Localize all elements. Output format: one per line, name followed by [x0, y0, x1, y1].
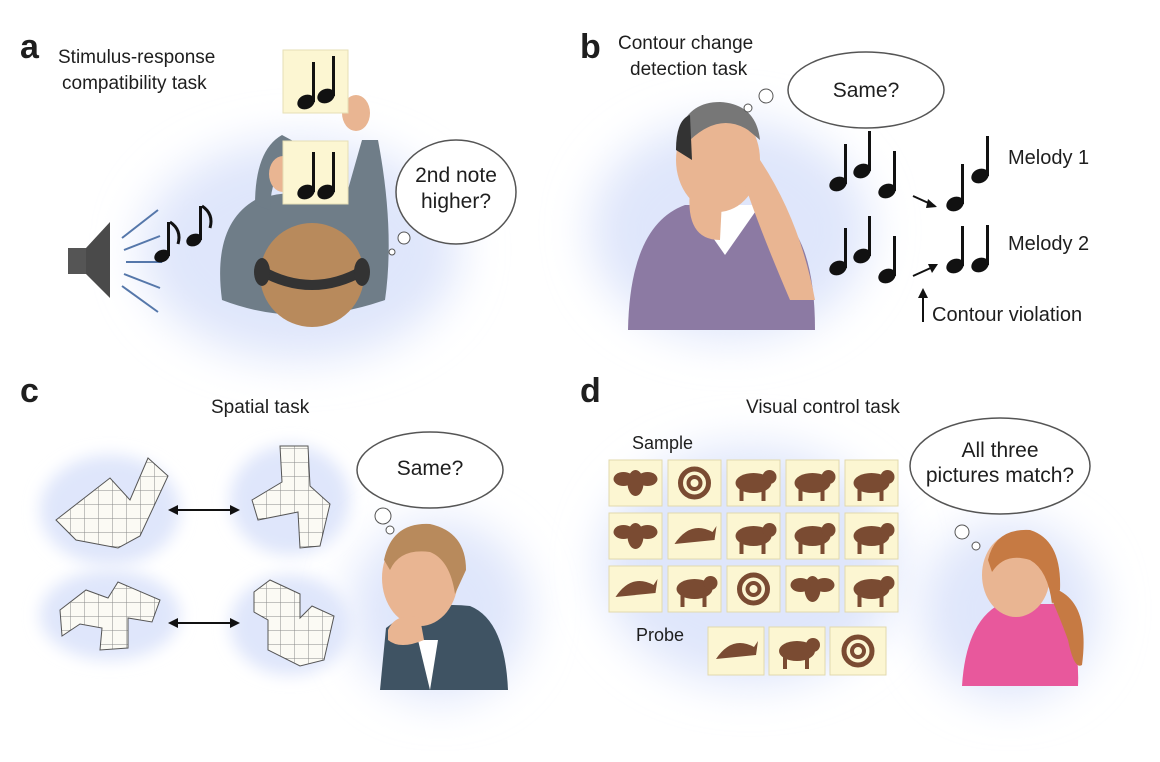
person-thinking	[380, 523, 508, 690]
cube-figure-bottom-left	[59, 581, 161, 651]
panel-c-bubble: Same?	[396, 457, 464, 480]
melody-2-notes	[826, 216, 992, 287]
panel-b-title-line-2: detection task	[630, 59, 748, 80]
probe-label: Probe	[636, 625, 685, 645]
panel-letter-b: b	[580, 28, 601, 66]
response-card-lower	[282, 140, 349, 205]
snail-icon	[726, 565, 781, 613]
fish-icon	[667, 512, 722, 560]
melody-2-label: Melody 2	[1008, 233, 1090, 255]
panel-a-bubble-line-1: 2nd note	[415, 164, 497, 187]
panel-b-artwork	[590, 51, 992, 340]
double-arrow-icon	[168, 505, 240, 515]
panel-letter-c: c	[20, 372, 39, 410]
lobster-icon	[726, 512, 781, 560]
dolphin-icon	[608, 565, 663, 613]
double-arrow-icon	[168, 618, 240, 628]
cube-figure-top-left	[55, 457, 169, 549]
panel-d-artwork	[600, 417, 1100, 700]
panel-letter-d: d	[580, 372, 601, 410]
person-top-view	[220, 95, 389, 327]
response-card-upper	[282, 49, 349, 114]
thought-bubble	[743, 51, 945, 129]
snake-icon	[829, 626, 887, 676]
panel-letter-a: a	[20, 28, 39, 66]
deer-icon	[726, 459, 781, 507]
contour-violation-arrow-icon	[918, 288, 928, 322]
panel-b-bubble: Same?	[832, 79, 900, 102]
melody-1-label: Melody 1	[1008, 147, 1090, 169]
sample-picture-grid	[608, 459, 899, 613]
rat-icon	[785, 459, 840, 507]
panel-b-title-line-1: Contour change	[618, 33, 754, 54]
cat-icon	[667, 565, 722, 613]
pig-icon	[844, 459, 899, 507]
lizard-icon	[785, 512, 840, 560]
thought-bubble	[909, 417, 1091, 551]
rabbit-icon	[844, 565, 899, 613]
melody-1-notes	[826, 131, 992, 215]
thought-bubble	[388, 139, 517, 256]
cube-figure-bottom-right	[253, 579, 335, 667]
bug-icon	[844, 512, 899, 560]
thought-bubble	[356, 431, 504, 535]
panel-d-bubble-line-1: All three	[961, 439, 1039, 462]
butterfly-icon	[785, 565, 840, 613]
dolphin-icon	[707, 626, 765, 676]
contour-violation-label: Contour violation	[932, 304, 1083, 326]
panel-a-title-line-2: compatibility task	[62, 73, 207, 94]
person-listening	[628, 102, 815, 330]
panel-c-artwork	[40, 431, 530, 700]
bird-icon	[608, 512, 663, 560]
panel-d-title: Visual control task	[746, 397, 900, 418]
speaker-icon	[68, 209, 162, 313]
fly-icon	[608, 459, 663, 507]
person-girl	[962, 529, 1084, 686]
snake-icon	[667, 459, 722, 507]
probe-picture-row	[707, 626, 887, 676]
panel-a-title-line-1: Stimulus-response	[58, 47, 216, 68]
cube-figure-top-right	[251, 445, 331, 549]
sample-label: Sample	[632, 433, 694, 453]
panel-a-bubble-line-2: higher?	[420, 190, 492, 213]
panel-a-artwork	[68, 49, 517, 360]
panel-d-bubble-line-2: pictures match?	[925, 464, 1075, 487]
panel-c-title: Spatial task	[211, 397, 310, 418]
cat-icon	[768, 626, 826, 676]
